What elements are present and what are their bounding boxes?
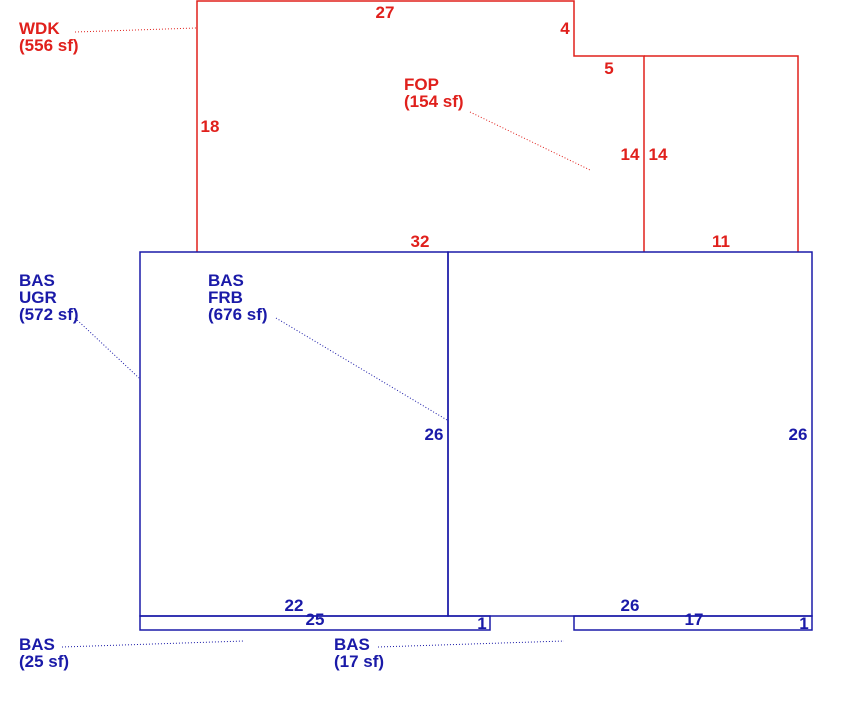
bas-frb-leader xyxy=(275,317,448,421)
dim-strip-right-end: 1 xyxy=(799,614,808,633)
bas-25-leader xyxy=(61,640,245,648)
bas-25-area: (25 sf) xyxy=(19,652,69,671)
wdk-outline xyxy=(196,0,645,252)
dim-fop-right: 14 xyxy=(649,145,668,164)
bas-ugr-area: (572 sf) xyxy=(19,305,79,324)
dim-fop-bottom: 11 xyxy=(712,232,730,251)
wdk-leader xyxy=(74,27,197,33)
bas-17-leader xyxy=(377,640,565,648)
bas-25-outline xyxy=(139,615,491,631)
dim-right-right: 26 xyxy=(789,425,808,444)
dim-strip-right-len: 17 xyxy=(685,610,704,629)
dim-wdk-bottom: 32 xyxy=(411,232,430,251)
bas-ugr-outline xyxy=(139,251,449,617)
dim-wdk-step-v: 4 xyxy=(560,19,570,38)
fop-leader xyxy=(469,111,591,171)
bas-frb-code: BAS xyxy=(208,271,244,290)
dim-left-bottom: 22 xyxy=(285,596,304,615)
wdk-area: (556 sf) xyxy=(19,36,79,55)
bas-ugr-leader xyxy=(74,317,140,379)
bas-17-area: (17 sf) xyxy=(334,652,384,671)
bas-frb-area: (676 sf) xyxy=(208,305,268,324)
dim-fop-left: 14 xyxy=(621,145,640,164)
fop-outline xyxy=(644,55,799,252)
bas-ugr-sub: UGR xyxy=(19,288,57,307)
fop-area: (154 sf) xyxy=(404,92,464,111)
dim-wdk-top: 27 xyxy=(376,3,395,22)
bas-frb-sub: FRB xyxy=(208,288,243,307)
wdk-code: WDK xyxy=(19,19,60,38)
dim-wdk-step-h: 5 xyxy=(604,59,613,78)
dim-right-bottom: 26 xyxy=(621,596,640,615)
dim-strip-left-end: 1 xyxy=(477,614,486,633)
bas-frb-outline xyxy=(447,251,813,617)
dim-strip-left-len: 25 xyxy=(306,610,325,629)
bas-ugr-code: BAS xyxy=(19,271,55,290)
bas-17-outline xyxy=(573,615,813,631)
bas-25-code: BAS xyxy=(19,635,55,654)
dim-left-right: 26 xyxy=(425,425,444,444)
bas-17-code: BAS xyxy=(334,635,370,654)
fop-code: FOP xyxy=(404,75,439,94)
dim-wdk-left: 18 xyxy=(201,117,220,136)
